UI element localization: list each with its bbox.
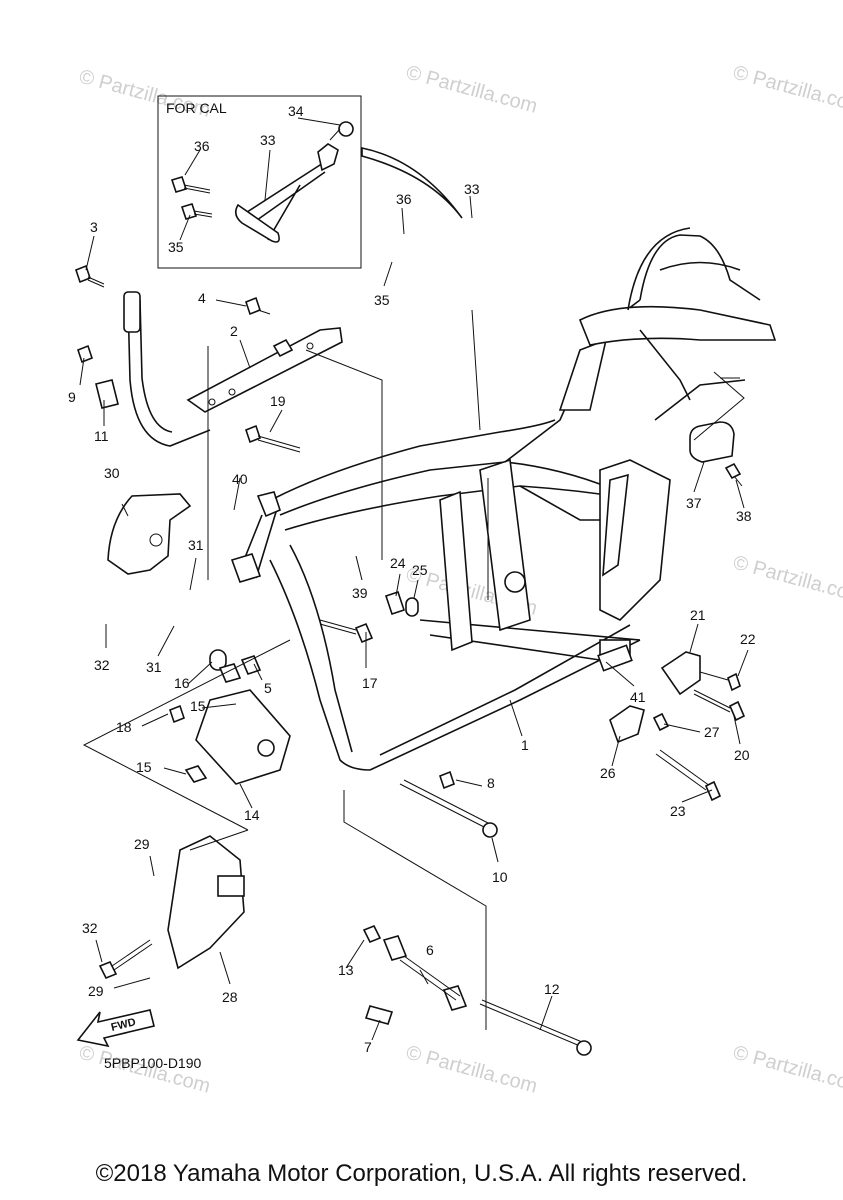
bracket-28: [98, 835, 245, 980]
callout-31b: 31: [146, 659, 162, 675]
callout-41: 41: [630, 689, 646, 705]
callout-5: 5: [264, 680, 272, 696]
callout-19: 19: [270, 393, 286, 409]
part-code: 5PBP100-D190: [104, 1055, 202, 1071]
callout-9: 9: [68, 389, 76, 405]
callout-14: 14: [244, 807, 260, 823]
callout-38: 38: [736, 508, 752, 524]
callout-16: 16: [174, 675, 190, 691]
callout-3: 3: [90, 219, 98, 235]
callout-6: 6: [426, 942, 434, 958]
callout-24: 24: [390, 555, 406, 571]
callout-28: 28: [222, 989, 238, 1005]
callout-11: 11: [94, 428, 109, 444]
callouts: 1 2 3 4 5 6 7 8 9 10 11 12 13 14 15 15 1…: [68, 103, 756, 1055]
watermark-text: © Partzilla.com: [404, 62, 540, 118]
callout-8: 8: [487, 775, 495, 791]
callout-1: 1: [521, 737, 529, 753]
callout-7: 7: [364, 1039, 372, 1055]
copyright-text: ©2018 Yamaha Motor Corporation, U.S.A. A…: [95, 1160, 748, 1187]
engine-guard: [123, 291, 211, 447]
cover-30: [107, 493, 192, 575]
callout-27: 27: [704, 724, 720, 740]
callout-2: 2: [230, 323, 238, 339]
callout-12: 12: [544, 981, 560, 997]
watermark-text: © Partzilla.com: [731, 62, 843, 118]
bracket-6: [362, 924, 592, 1056]
watermark-text: © Partzilla.com: [731, 1042, 843, 1098]
callout-36b: 36: [396, 191, 412, 207]
callout-17: 17: [362, 675, 378, 691]
engine-bracket-2: [186, 327, 343, 413]
callout-15a: 15: [190, 698, 206, 714]
callout-13: 13: [338, 962, 354, 978]
callout-33a: 33: [260, 132, 276, 148]
callout-35a: 35: [168, 239, 184, 255]
callout-15b: 15: [136, 759, 152, 775]
leader-lines: [79, 195, 749, 1041]
hardware: [75, 264, 746, 838]
callout-10: 10: [492, 869, 508, 885]
watermark-text: © Partzilla.com: [404, 1042, 540, 1098]
callout-4: 4: [198, 290, 206, 306]
inset-box: FOR CAL: [157, 95, 362, 269]
watermark-text: © Partzilla.com: [731, 552, 843, 608]
callout-18: 18: [116, 719, 132, 735]
callout-25: 25: [412, 562, 428, 578]
callout-39: 39: [352, 585, 368, 601]
callout-40: 40: [232, 471, 248, 487]
callout-33b: 33: [464, 181, 480, 197]
fwd-label: FWD: [110, 1016, 137, 1034]
callout-29b: 29: [88, 983, 104, 999]
callout-21: 21: [690, 607, 706, 623]
callout-30: 30: [104, 465, 120, 481]
inset-arrow: [361, 147, 463, 219]
main-frame: [230, 227, 777, 771]
callout-35b: 35: [374, 292, 390, 308]
callout-32a: 32: [94, 657, 110, 673]
callout-26: 26: [600, 765, 616, 781]
callout-34: 34: [288, 103, 304, 119]
inset-title: FOR CAL: [166, 100, 227, 116]
fwd-arrow-icon: FWD: [76, 1009, 155, 1048]
leader-dashes: [82, 309, 745, 1030]
callout-36a: 36: [194, 138, 210, 154]
callout-29a: 29: [134, 836, 150, 852]
callout-32b: 32: [82, 920, 98, 936]
callout-31a: 31: [188, 537, 204, 553]
callout-23: 23: [670, 803, 686, 819]
callout-20: 20: [734, 747, 750, 763]
callout-22: 22: [740, 631, 756, 647]
callout-37: 37: [686, 495, 702, 511]
